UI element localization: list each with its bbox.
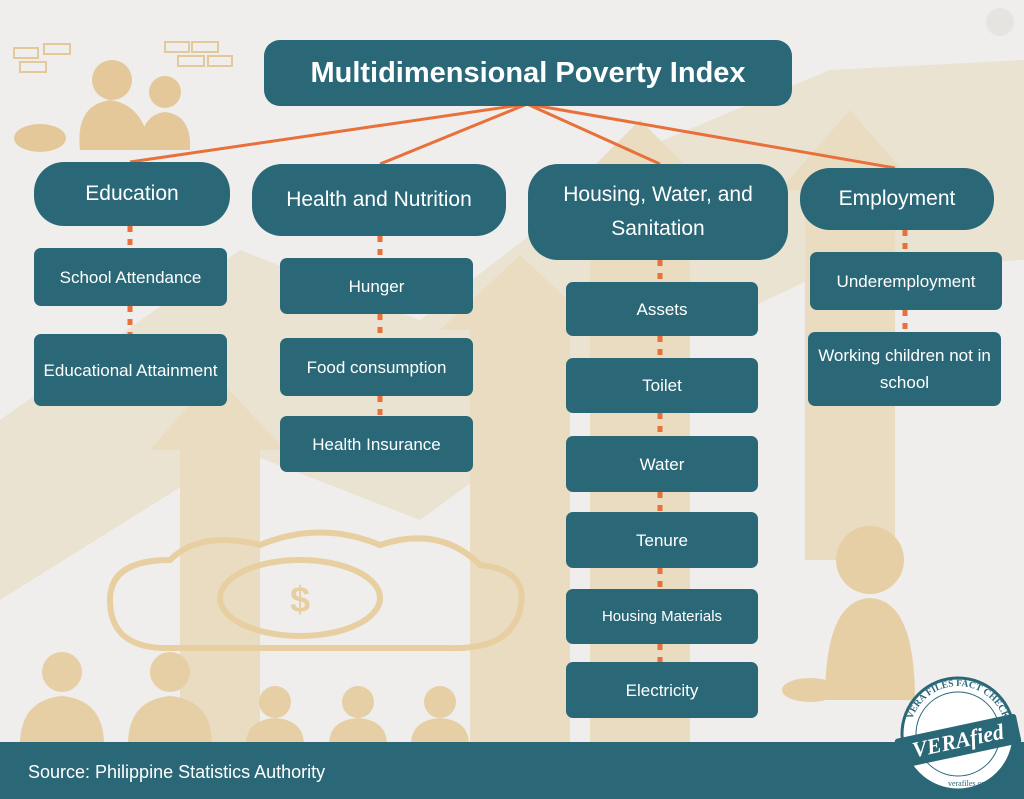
connector-employment bbox=[526, 102, 896, 170]
badge-url: verafiles.org bbox=[948, 779, 988, 788]
connector-education bbox=[129, 102, 528, 164]
indicator-educational-attainment: Educational Attainment bbox=[34, 334, 227, 406]
connector-health bbox=[379, 102, 528, 166]
indicator-electricity: Electricity bbox=[566, 662, 758, 718]
sad-child-icon bbox=[782, 526, 915, 702]
family-icon bbox=[20, 652, 469, 745]
indicator-assets: Assets bbox=[566, 282, 758, 336]
category-employment: Employment bbox=[800, 168, 994, 230]
category-housing-water-sanitation: Housing, Water, and Sanitation bbox=[528, 164, 788, 260]
diagram-title: Multidimensional Poverty Index bbox=[264, 40, 792, 106]
svg-text:$: $ bbox=[290, 579, 310, 620]
indicator-hunger: Hunger bbox=[280, 258, 473, 314]
money-cloud-icon bbox=[106, 529, 525, 652]
footer-bar: Source: Philippine Statistics Authority bbox=[0, 742, 1024, 799]
category-education: Education bbox=[34, 162, 230, 226]
connector-housing bbox=[526, 102, 661, 166]
source-credit: Source: Philippine Statistics Authority bbox=[28, 762, 326, 782]
indicator-food-consumption: Food consumption bbox=[280, 338, 473, 396]
verafied-badge-logo: VERA FILES FACT CHECK VERAfied verafiles… bbox=[894, 676, 1022, 792]
indicator-working-children: Working children not in school bbox=[808, 332, 1001, 406]
people-hugging-icon bbox=[14, 60, 191, 152]
indicator-underemployment: Underemployment bbox=[810, 252, 1002, 310]
indicator-housing-materials: Housing Materials bbox=[566, 589, 758, 644]
indicator-health-insurance: Health Insurance bbox=[280, 416, 473, 472]
indicator-school-attendance: School Attendance bbox=[34, 248, 227, 306]
indicator-toilet: Toilet bbox=[566, 358, 758, 413]
category-health-nutrition: Health and Nutrition bbox=[252, 164, 506, 236]
indicator-water: Water bbox=[566, 436, 758, 492]
indicator-tenure: Tenure bbox=[566, 512, 758, 568]
